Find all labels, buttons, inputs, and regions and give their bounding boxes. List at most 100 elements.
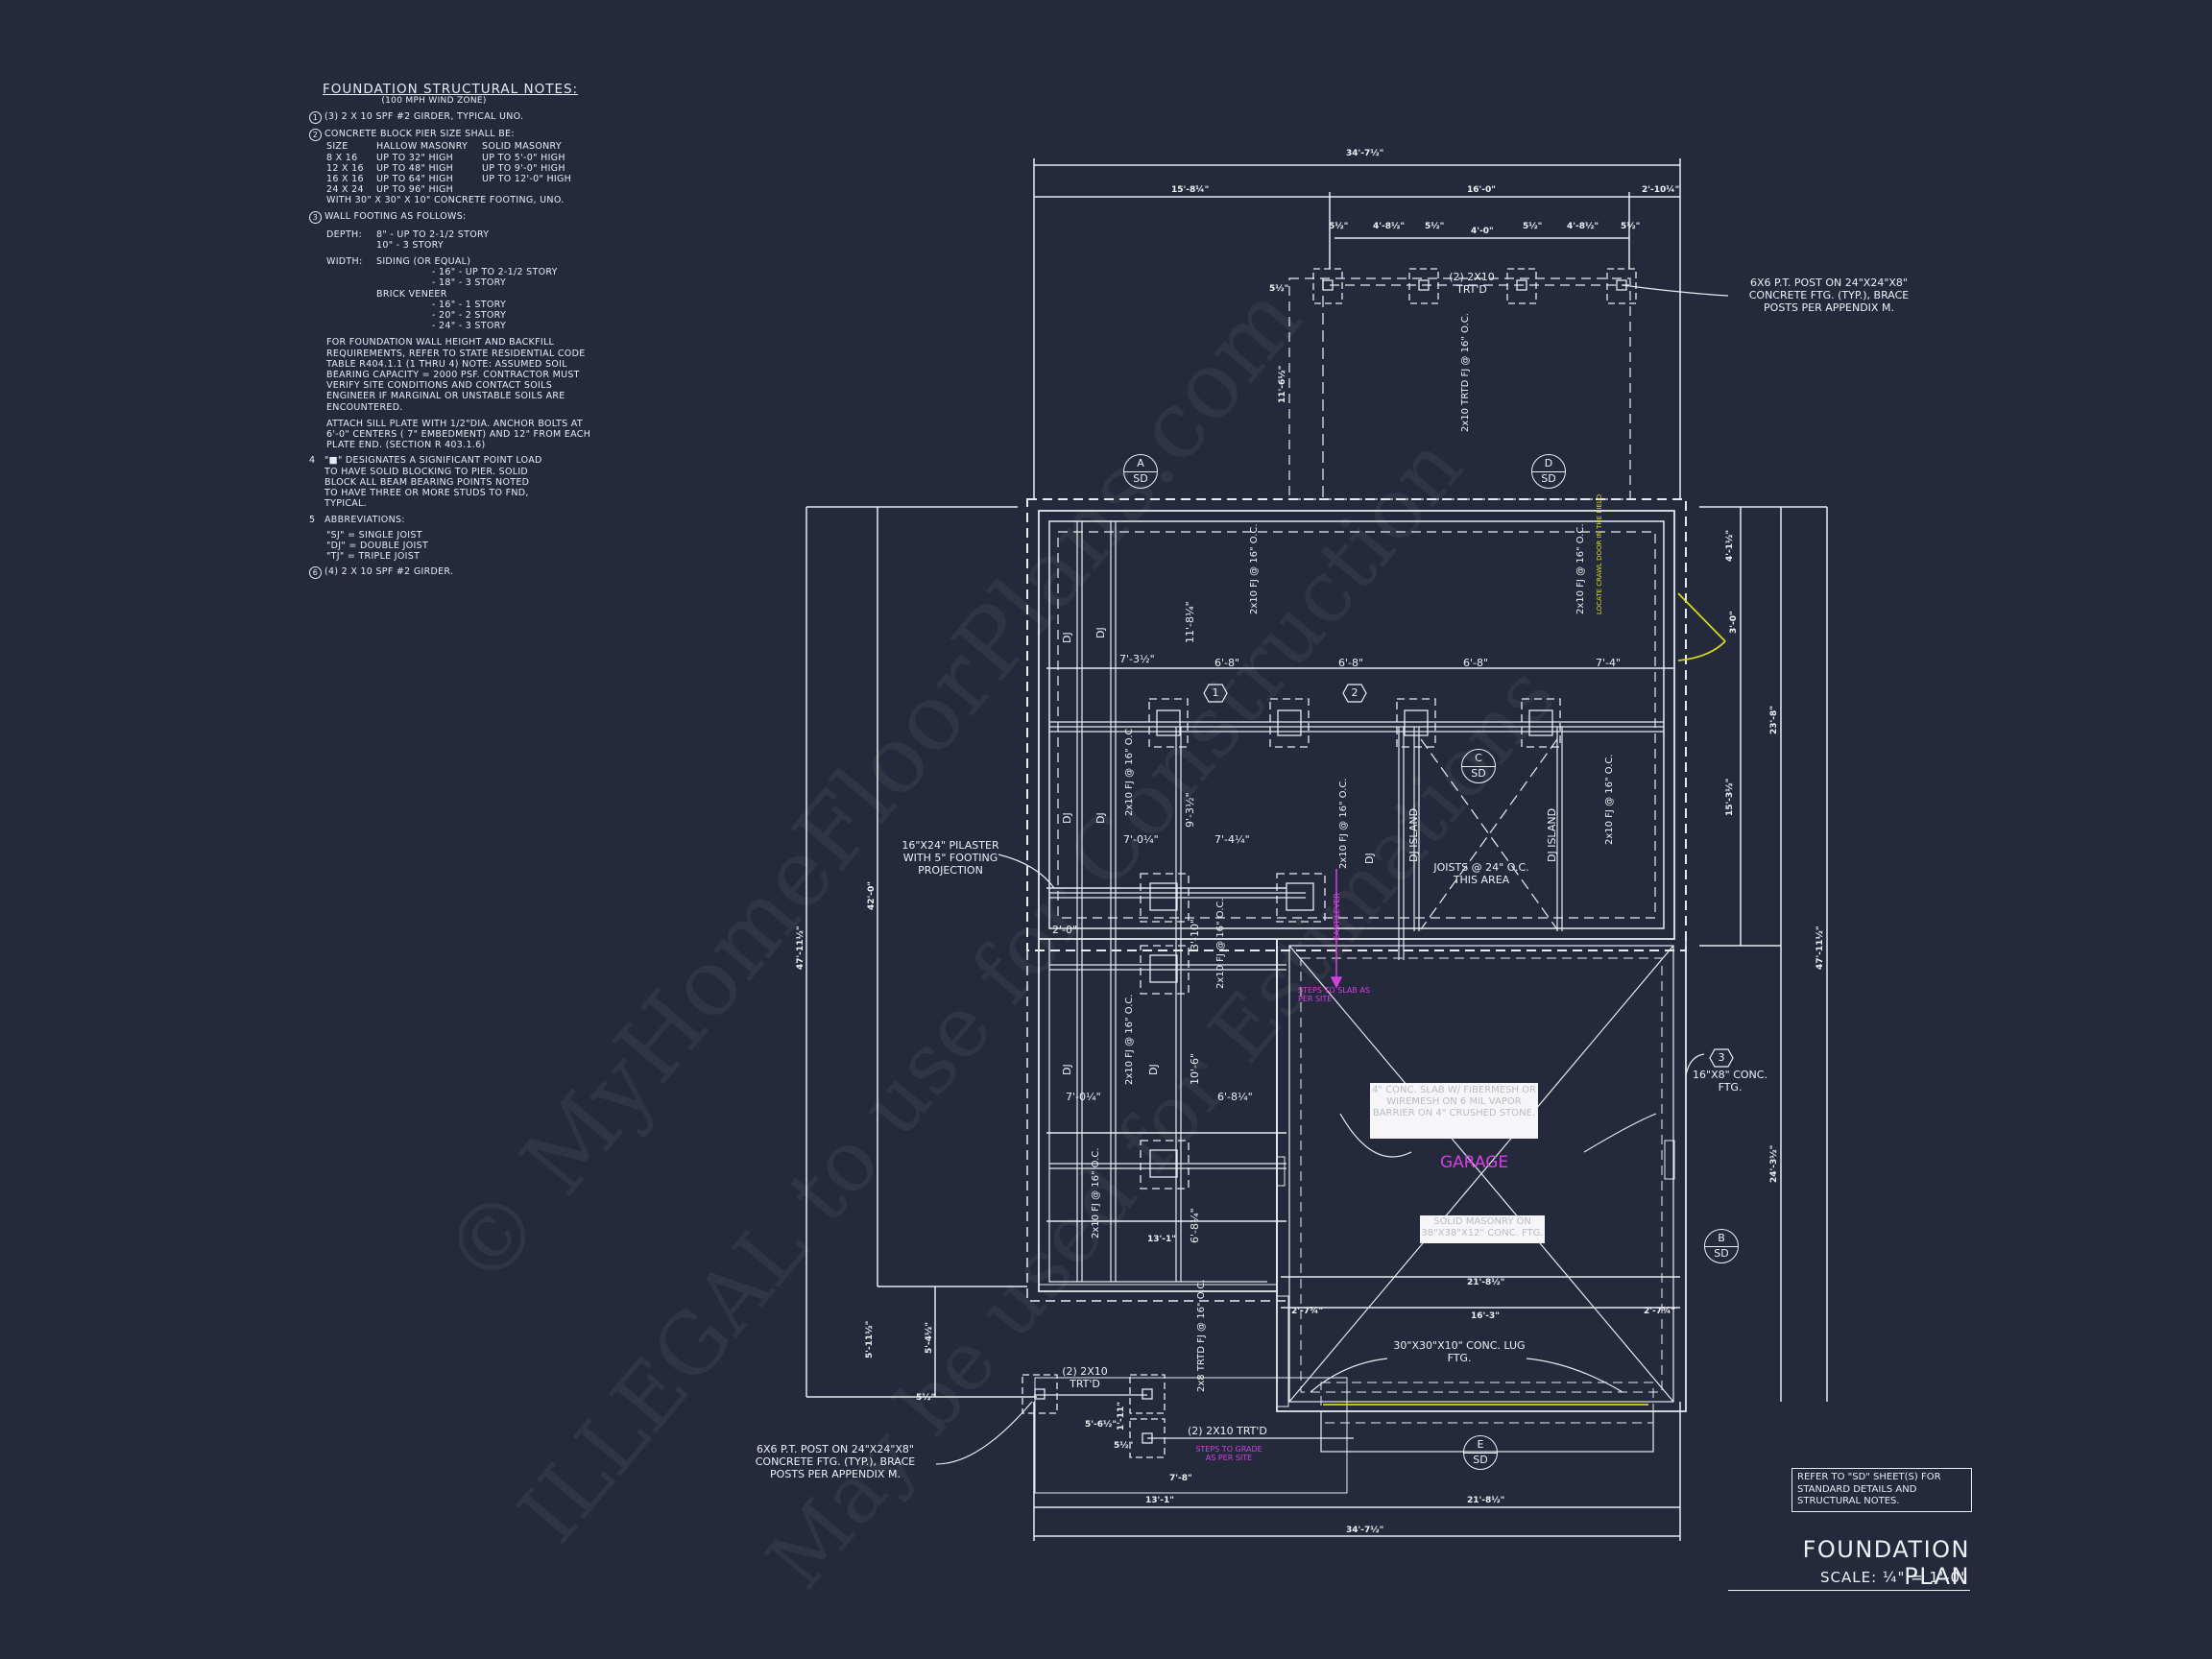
cantilever-arrow: [1330, 869, 1343, 989]
note-tag-3: 3: [309, 210, 322, 224]
dim-pilaster-width: 2'-0": [1052, 924, 1078, 936]
siding-line: - 18" - 3 STORY: [432, 277, 507, 289]
hex-tag-2: 2: [1342, 684, 1367, 703]
reference-note-box: REFER TO "SD" SHEET(S) FOR STANDARD DETA…: [1791, 1468, 1972, 1512]
note-tag-2: 2: [309, 129, 322, 142]
backfill-note: FOR FOUNDATION WALL HEIGHT AND BACKFILL …: [326, 337, 586, 413]
dimension-lines: [805, 158, 1828, 1541]
dj-label: DJ: [1061, 812, 1073, 824]
section-bubble-a[interactable]: A SD: [1123, 454, 1158, 489]
slab-note-box: 4" CONC. SLAB w/ FIBERMESH OR WIREMESH O…: [1370, 1083, 1538, 1139]
abbrev-tj: "TJ" = TRIPLE JOIST: [326, 551, 421, 563]
section-id: B: [1718, 1232, 1725, 1244]
dim-girder-5: 7'-4": [1596, 657, 1622, 669]
dj-label: DJ: [1363, 853, 1376, 864]
joist-label: 2x10 FJ @ 16" O.C.: [1575, 523, 1586, 614]
width-label: WIDTH:: [326, 256, 363, 268]
section-sheet: SD: [1532, 471, 1565, 485]
siding-label: SIDING (OR EQUAL): [376, 256, 471, 268]
pier-cell: 24 x 24: [326, 184, 364, 196]
dim-right-main: 23'-8": [1769, 706, 1779, 734]
note-2: 2 CONCRETE BLOCK PIER SIZE SHALL BE:: [309, 129, 616, 142]
masonry-note-box: SOLID MASONRY ON 38"x38"x12" CONC. FTG.: [1420, 1215, 1545, 1243]
section-bubble-d[interactable]: D SD: [1531, 454, 1566, 489]
dj-island-label: DJ ISLAND: [1546, 807, 1558, 862]
pier-cell: 8 x 16: [326, 152, 358, 163]
section-bubble-e[interactable]: E SD: [1463, 1435, 1498, 1470]
depth-line: 8" - UP TO 2-1/2 STORY: [376, 228, 490, 240]
steps-grade-note: STEPS TO GRADE AS PER SITE: [1195, 1445, 1262, 1462]
pier-cell: UP TO 96" HIGH: [376, 184, 454, 196]
dim-low-b: 6'-8¼": [1217, 1091, 1253, 1103]
dim-top-right: 2'-10¼": [1642, 185, 1680, 195]
hex-tag-label: 3: [1718, 1051, 1725, 1064]
section-bubble-b[interactable]: B SD: [1704, 1229, 1739, 1263]
garage-label: GARAGE: [1440, 1153, 1509, 1172]
joist-label: 2x10 FJ @ 16" O.C.: [1124, 994, 1135, 1085]
dim-right-mid: 15'-3½": [1725, 778, 1735, 816]
dim-top-left: 15'-8¼": [1171, 185, 1210, 195]
dim-span-4: 10'-6": [1189, 1052, 1201, 1085]
dim-stoop-b: 1'-11": [1117, 1402, 1126, 1431]
abbrev-dj: "DJ" = DOUBLE JOIST: [326, 540, 429, 551]
joist-label: 2x10 FJ @ 16" O.C.: [1604, 754, 1615, 845]
depth-row: DEPTH: 8" - UP TO 2-1/2 STORY 10" - 3 ST…: [326, 229, 616, 251]
dim-left-low-1: 5'-11½": [865, 1320, 875, 1358]
dim-post-offset: 5½": [1425, 222, 1445, 231]
dim-bottom-garage: 21'-8½": [1467, 1496, 1505, 1505]
callout-post-top: 6x6 P.T. POST ON 24"x24"x8" CONCRETE FTG…: [1748, 276, 1910, 314]
note-3: 3 WALL FOOTING AS FOLLOWS:: [309, 210, 616, 224]
depth-line: 10" - 3 STORY: [376, 239, 444, 251]
note-6-text: (4) 2 x 10 SPF #2 GIRDER.: [325, 566, 454, 578]
pier-cell: UP TO 64" HIGH: [376, 174, 454, 185]
callout-girder-top: (2) 2x10 TRT'D: [1449, 271, 1495, 296]
dim-low-a: 7'-0¼": [1066, 1091, 1101, 1103]
dim-span-5: 6'-8¼": [1189, 1208, 1201, 1243]
hex-tag-label: 2: [1351, 686, 1358, 699]
section-id: D: [1544, 457, 1553, 469]
callout-post-bottom: 6x6 P.T. POST ON 24"x24"x8" CONCRETE FTG…: [755, 1443, 916, 1480]
note-4-text: "■" DESIGNATES A SIGNIFICANT POINT LOAD …: [325, 455, 542, 510]
hex-tag-label: 1: [1212, 686, 1219, 699]
note-4: 4 "■" DESIGNATES A SIGNIFICANT POINT LOA…: [309, 455, 616, 509]
note-1-text: (3) 2 x 10 SPF #2 GIRDER, TYPICAL UNO.: [325, 111, 524, 123]
pier-cell: 16 x 16: [326, 174, 364, 185]
pier-cell: UP TO 5'-0" HIGH: [482, 152, 565, 163]
cantilever-label: CANTILEVER: [1333, 893, 1341, 941]
girders: [1034, 278, 1664, 1439]
dim-post-offset: 5½": [1621, 222, 1641, 231]
pier-header-solid: SOLID MASONRY: [482, 141, 562, 153]
leader-lines: [935, 284, 1729, 1465]
section-sheet: SD: [1705, 1246, 1738, 1260]
pier-header-size: SIZE: [326, 141, 349, 153]
porch-joist-label: 2x10 TRTD FJ @ 16" O.C.: [1460, 313, 1471, 432]
section-bubble-c[interactable]: C SD: [1461, 749, 1496, 783]
callout-joists-area: JOISTS @ 24" O.C. THIS AREA: [1433, 861, 1529, 886]
dim-post-offset: 4'-8½": [1567, 222, 1599, 231]
dim-left-overall: 47'-11½": [796, 926, 805, 970]
dj-label: DJ: [1061, 632, 1073, 643]
joist-label: 2x10 FJ @ 16" O.C.: [1091, 1147, 1101, 1238]
note-tag-5: 5: [309, 514, 316, 525]
dim-left-main: 42'-0": [867, 881, 877, 910]
dim-garage-side-left: 2'-7¾": [1291, 1307, 1324, 1316]
hexagon-icon: [1342, 684, 1367, 703]
note-tag-6: 6: [309, 566, 322, 580]
dim-bottom-step: 7'-8": [1169, 1474, 1192, 1483]
joist-label: 2x10 FJ @ 16" O.C.: [1249, 523, 1260, 614]
joist-label: 2x10 FJ @ 16" O.C.: [1124, 725, 1135, 816]
callout-lug-ftg: 30"x30"x10" CONC. LUG FTG.: [1393, 1339, 1526, 1364]
dim-post-offset: 4'-8½": [1373, 222, 1406, 231]
plan-title: FOUNDATION PLAN: [1728, 1536, 1970, 1591]
dim-garage-width-1: 21'-8½": [1467, 1278, 1505, 1287]
dim-girder-4: 6'-8": [1463, 657, 1489, 669]
dim-post-offset: 4'-0": [1471, 227, 1494, 236]
pier-table-footer: WITH 30" x 30" x 10" CONCRETE FOOTING, U…: [326, 195, 565, 206]
pier-footings: [1022, 268, 1637, 1458]
section-id: C: [1475, 752, 1482, 764]
dj-label: DJ: [1061, 1064, 1073, 1075]
crawl-door-note: LOCATE CRAWL DOOR IN THE FIELD: [1596, 493, 1603, 614]
joist-label: 2x10 FJ @ 16" O.C.: [1215, 898, 1226, 989]
